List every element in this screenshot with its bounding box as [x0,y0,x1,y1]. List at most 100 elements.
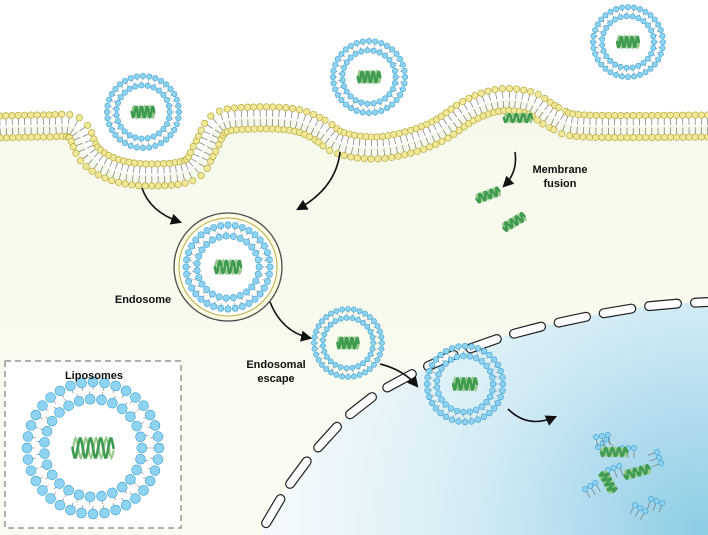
lipid-head [250,125,258,133]
lipid-head [99,507,110,519]
lipid-head [323,366,329,372]
lipid-head [616,462,623,469]
lipid-head [149,465,161,476]
lipid-head [160,126,167,133]
lipid-head [550,126,558,134]
envelope-pore-segment [346,393,376,419]
lipid-head [391,67,398,74]
lipid-head [371,318,377,324]
lipid-head [468,343,475,350]
lipid-head [629,13,636,20]
rna-strand [599,446,629,458]
lipid-head [612,61,618,68]
lipid-head [657,27,664,33]
lipid-head [138,485,149,496]
lipid-head [637,505,644,511]
lipid-head [116,81,123,88]
lipid-head [203,286,211,294]
rna-strand [502,211,526,233]
lipid-head [358,99,365,106]
lipid-head [653,498,660,504]
lipid-head [660,111,668,119]
lipid-head [339,306,345,313]
lipid-head [84,393,96,405]
lipid-head [114,118,121,125]
lipid-head [592,133,600,141]
lipid-head [152,75,159,82]
lipid-head [121,180,129,188]
lipid-head [163,120,170,127]
lipid-head [603,24,610,31]
lipid-head [654,111,662,119]
lipid-head [455,418,462,425]
lipid-head [401,80,408,87]
lipid-head [490,356,498,363]
lipid-head [378,107,385,114]
lipid-head [602,12,609,19]
lipid-head [453,353,461,361]
arrow-icon [269,301,313,342]
lipid-head [150,133,157,140]
lipid-head [367,328,374,335]
lipid-head [305,133,314,141]
lipid-head [629,64,636,71]
lipid-head [460,408,467,416]
lipid-head [612,16,618,23]
lipid-head [215,293,223,301]
lipid-head [209,236,216,244]
lipid-head [650,33,657,39]
rna-strand [336,336,360,350]
lipid-head [460,123,468,131]
lipid-head [657,51,664,57]
lipid-head [133,73,140,80]
lipid-head [424,387,431,394]
lipid-head [104,109,111,116]
lipid-head [384,132,392,140]
lipid-head [486,368,494,375]
lipid-head [27,133,35,141]
lipid-head [266,263,274,271]
lipid-head [54,407,65,418]
lipid-head [478,358,485,365]
lipid-head [660,133,668,141]
lipid-head [691,133,699,141]
lipid-head [154,182,162,190]
endosome-label: Endosome [114,294,172,306]
lipid-head [362,310,368,317]
lipid-head [697,111,705,119]
lipid-fragment [605,462,624,480]
lipid-head [215,107,223,115]
lipid-head [251,295,259,303]
lipid-head [210,303,218,310]
lipid-head [252,277,260,285]
lipid-head [141,182,149,190]
lipid-head [355,317,361,323]
lipid-head [244,125,252,133]
lipid-head [138,82,145,89]
lipid-head [351,306,357,313]
lipid-head [45,392,56,403]
liposome-approaching [590,4,666,80]
lipid-head [364,356,371,363]
lipid-head [654,133,662,141]
lipid-head [483,398,490,406]
lipid-head [330,80,337,87]
lipid-head [224,221,232,229]
lipid-head [623,112,631,120]
lipid-head [442,360,449,367]
lipid-head [236,292,244,299]
lipid-head [321,331,328,338]
lipid-head [185,277,192,285]
lipid-head [442,401,449,408]
lipid-head [87,508,99,520]
lipid-head [604,432,611,438]
lipid-head [22,454,34,465]
lipid-head [367,351,374,358]
lipid-head [592,111,600,119]
lipid-head [442,413,450,421]
lipid-head [592,27,599,33]
lipid-head [222,294,230,302]
lipid-head [173,121,180,128]
lipid-head [356,308,363,314]
lipid-head [371,362,377,368]
